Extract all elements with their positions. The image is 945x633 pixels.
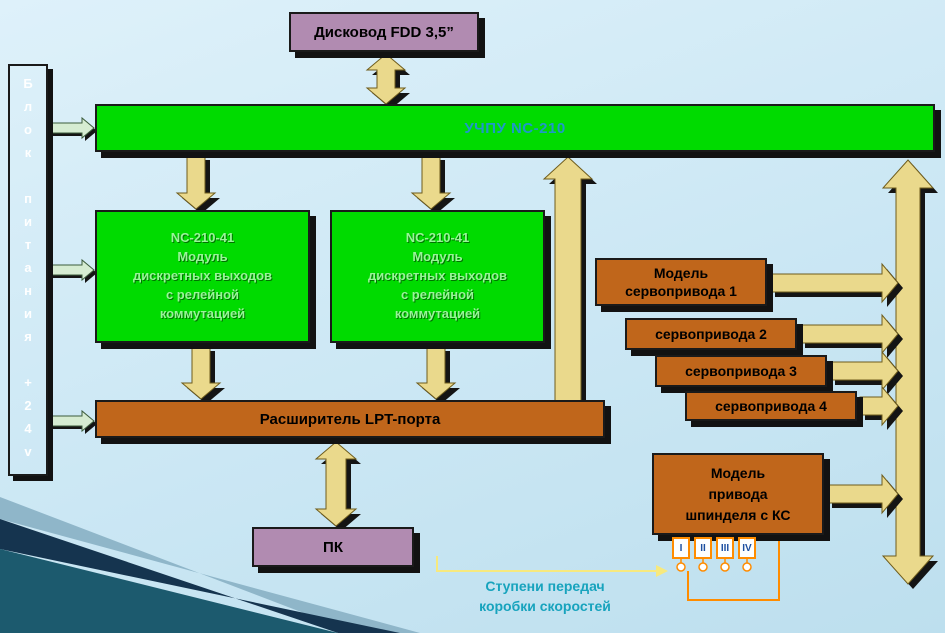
lpt-port-expander-box: Расширитель LPT-порта [95,400,605,438]
arrow-spindle-bus [826,473,903,518]
gear-contact-2 [698,562,708,572]
gear-linkage-lines [676,537,780,601]
arrow-servo4-bus [859,385,903,430]
caption-callout-line [436,556,668,577]
arrow-main-bus [881,159,938,589]
gear-stage-1: I [672,537,690,559]
gear-contact-3 [720,562,730,572]
arrow-module2-lpt [415,345,460,404]
arrow-servo1-bus [769,262,903,307]
nc210-controller-bar: УЧПУ NC-210 [95,104,935,152]
decoration-teal-triangle [0,549,338,633]
gear-bracket-line [687,537,780,601]
arrow-fdd-nc210 [365,53,410,109]
gear-contact-1 [676,562,686,572]
servo-drive-model-3-box: сервопривода 3 [655,355,827,387]
arrow-power-module1 [49,258,97,283]
servo-drive-model-1-box: Модель сервопривода 1 [595,258,767,306]
fdd-drive-box: Дисковод FDD 3,5” [289,12,479,52]
spindle-drive-model-box: Модель привода шпинделя с КС [652,453,824,535]
discrete-output-module-1: NC-210-41 Модуль дискретных выходов с ре… [95,210,310,343]
arrow-nc210-module2 [410,154,455,214]
servo-drive-model-4-box: сервопривода 4 [685,391,857,421]
arrow-power-nc210 [49,116,97,141]
power-supply-block: Б л о к п и т а н и я + 2 4 v [8,64,48,476]
gear-stage-2: II [694,537,712,559]
gearbox-caption: Ступени передач коробки скоростей [479,578,611,615]
gear-stage-3: III [716,537,734,559]
arrow-nc210-module1 [175,154,220,214]
servo-drive-model-2-box: сервопривода 2 [625,318,797,350]
gear-stage-4: IV [738,537,756,559]
gear-contact-4 [742,562,752,572]
discrete-output-module-2: NC-210-41 Модуль дискретных выходов с ре… [330,210,545,343]
arrow-lpt-pk [314,441,361,531]
arrow-servo3-bus [829,350,903,395]
gear-stage-indicator: I II III IV [672,537,756,559]
arrow-lpt-nc210 [542,156,597,406]
pc-box: ПК [252,527,414,567]
arrow-servo2-bus [799,313,903,358]
arrow-power-lpt [49,409,97,434]
arrow-module1-lpt [180,345,225,404]
